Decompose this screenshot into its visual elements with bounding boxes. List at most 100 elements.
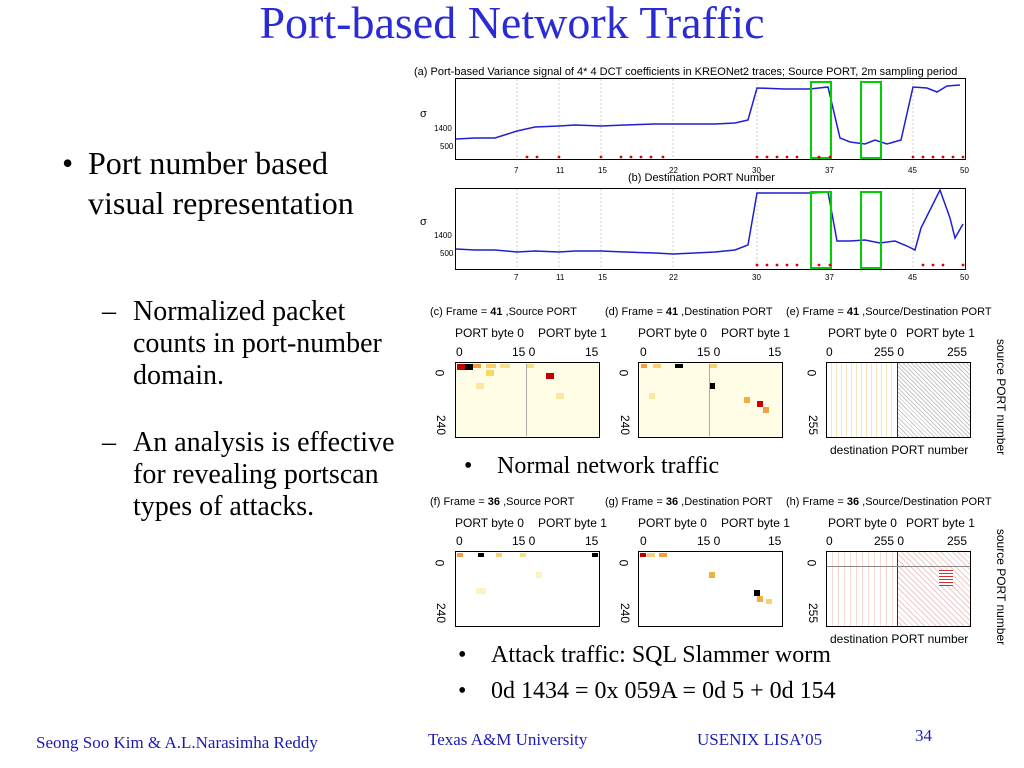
caption-attack-2: 0d 1434 = 0x 059A = 0d 5 + 0d 154 [491, 678, 836, 704]
plot-b-xtick: 15 [598, 273, 607, 282]
plot-b-highlight-2 [860, 191, 882, 269]
panel-e-side-label: source PORT number [994, 338, 1009, 456]
heatmap-c [455, 362, 600, 438]
panel-f-ytick: 240 [434, 602, 449, 624]
panel-c-byte0: PORT byte 0 [455, 326, 524, 340]
panel-e-byte1: PORT byte 1 [906, 326, 975, 340]
panel-e-title: (e) Frame = 41 ,Source/Destination PORT [786, 306, 992, 318]
panel-c-xtick: 15 0 [512, 345, 536, 359]
sub-bullet-1: Normalized packet counts in port-number … [133, 296, 382, 391]
panel-f-title: (f) Frame = 36 ,Source PORT [430, 496, 575, 508]
panel-d-byte1: PORT byte 1 [721, 326, 790, 340]
panel-h-ytick: 255 [806, 602, 821, 624]
plot-b-xtick: 45 [908, 273, 917, 282]
panel-h-bottom-label: destination PORT number [830, 632, 969, 646]
caption-attack-1: Attack traffic: SQL Slammer worm [491, 642, 831, 668]
panel-f-xtick: 15 [585, 534, 599, 548]
panel-c-byte1: PORT byte 1 [538, 326, 607, 340]
panel-g-title: (g) Frame = 36 ,Destination PORT [605, 496, 773, 508]
panel-h-xtick: 255 [947, 534, 968, 548]
panel-f-byte1: PORT byte 1 [538, 516, 607, 530]
plot-a-ytick: 500 [440, 142, 454, 151]
caption-normal: Normal network traffic [497, 453, 720, 479]
plot-b-frame [455, 188, 966, 270]
panel-g-xtick: 0 [640, 534, 647, 548]
panel-d-xtick: 0 [640, 345, 647, 359]
panel-c-title: (c) Frame = 41 ,Source PORT [430, 306, 577, 318]
heatmap-g [638, 551, 783, 627]
panel-d-xtick: 15 0 [697, 345, 721, 359]
plot-a-xtick: 22 [669, 166, 678, 175]
panel-c-xtick: 0 [456, 345, 463, 359]
panel-h-title: (h) Frame = 36 ,Source/Destination PORT [786, 496, 992, 508]
plot-b-xtick: 50 [960, 273, 969, 282]
panel-g-byte1: PORT byte 1 [721, 516, 790, 530]
plot-a-markers [525, 155, 965, 159]
panel-d-title: (d) Frame = 41 ,Destination PORT [605, 306, 773, 318]
plot-b-line [455, 188, 964, 255]
plot-a-line [455, 84, 961, 145]
plot-a-xtick: 37 [825, 166, 834, 175]
panel-f-xtick: 15 0 [512, 534, 536, 548]
plot-a-ytick: 1400 [434, 124, 452, 133]
panel-g-ytick: 0 [616, 559, 631, 567]
panel-d-ytick: 240 [618, 414, 633, 436]
heatmap-d [638, 362, 783, 438]
sub-bullet-dash: – [102, 296, 116, 327]
panel-h-xtick: 255 0 [874, 534, 905, 548]
plot-a-xtick: 15 [598, 166, 607, 175]
caption-marker: • [458, 642, 467, 668]
plot-b-xtick: 7 [514, 273, 519, 282]
panel-c-ytick: 240 [434, 414, 449, 436]
plot-b-xtick: 37 [825, 273, 834, 282]
plot-a-highlight-2 [860, 81, 882, 159]
plot-a-xtick: 11 [556, 166, 565, 175]
panel-c-xtick: 15 [585, 345, 599, 359]
panel-h-side-label: source PORT number [994, 528, 1009, 646]
panel-e-ytick: 255 [806, 414, 821, 436]
panel-d-byte0: PORT byte 0 [638, 326, 707, 340]
footer-authors: Seong Soo Kim & A.L.Narasimha Reddy [36, 733, 318, 752]
panel-d-ytick: 0 [616, 369, 631, 377]
panel-g-xtick: 15 [768, 534, 782, 548]
plot-b-xtick: 11 [556, 273, 565, 282]
panel-g-ytick: 240 [618, 602, 633, 624]
sub-bullet-2: An analysis is effective for revealing p… [133, 427, 395, 522]
caption-marker: • [464, 453, 473, 479]
panel-h-xtick: 0 [826, 534, 833, 548]
bullet-main: Port number based visual representation [88, 145, 354, 221]
plot-a-title: (a) Port-based Variance signal of 4* 4 D… [414, 66, 958, 78]
plot-a-xtick: 7 [514, 166, 519, 175]
heatmap-e [826, 362, 971, 438]
plot-b-ytick: 500 [440, 249, 454, 258]
plot-b-markers [755, 263, 965, 267]
plot-a-xtick: 50 [960, 166, 969, 175]
plot-a-highlight-1 [810, 81, 832, 159]
plot-b-grid [516, 189, 914, 269]
panel-f-byte0: PORT byte 0 [455, 516, 524, 530]
panel-e-xtick: 0 [826, 345, 833, 359]
bullet-marker: • [62, 145, 74, 181]
plot-b-xtick: 22 [669, 273, 678, 282]
panel-f-ytick: 0 [432, 559, 447, 567]
panel-c-ytick: 0 [432, 369, 447, 377]
plot-a-xtick: 30 [752, 166, 761, 175]
plot-a-xtick: 45 [908, 166, 917, 175]
line-plots-svg [455, 78, 966, 270]
footer-university: Texas A&M University [428, 730, 588, 749]
plot-b-ytick: 1400 [434, 231, 452, 240]
footer-conference: USENIX LISA’05 [697, 730, 823, 749]
panel-d-xtick: 15 [768, 345, 782, 359]
panel-h-byte0: PORT byte 0 [828, 516, 897, 530]
panel-e-ytick: 0 [804, 369, 819, 377]
panel-e-xtick: 255 [947, 345, 968, 359]
heatmap-h [826, 551, 971, 627]
panel-f-xtick: 0 [456, 534, 463, 548]
plot-b-highlight-1 [810, 191, 832, 269]
plot-a-frame [455, 78, 966, 160]
plot-b-xtick: 30 [752, 273, 761, 282]
plot-b-title: (b) Destination PORT Number [628, 172, 775, 184]
plot-b-ylabel: σ [420, 216, 427, 228]
panel-e-byte0: PORT byte 0 [828, 326, 897, 340]
panel-e-xtick: 255 0 [874, 345, 905, 359]
